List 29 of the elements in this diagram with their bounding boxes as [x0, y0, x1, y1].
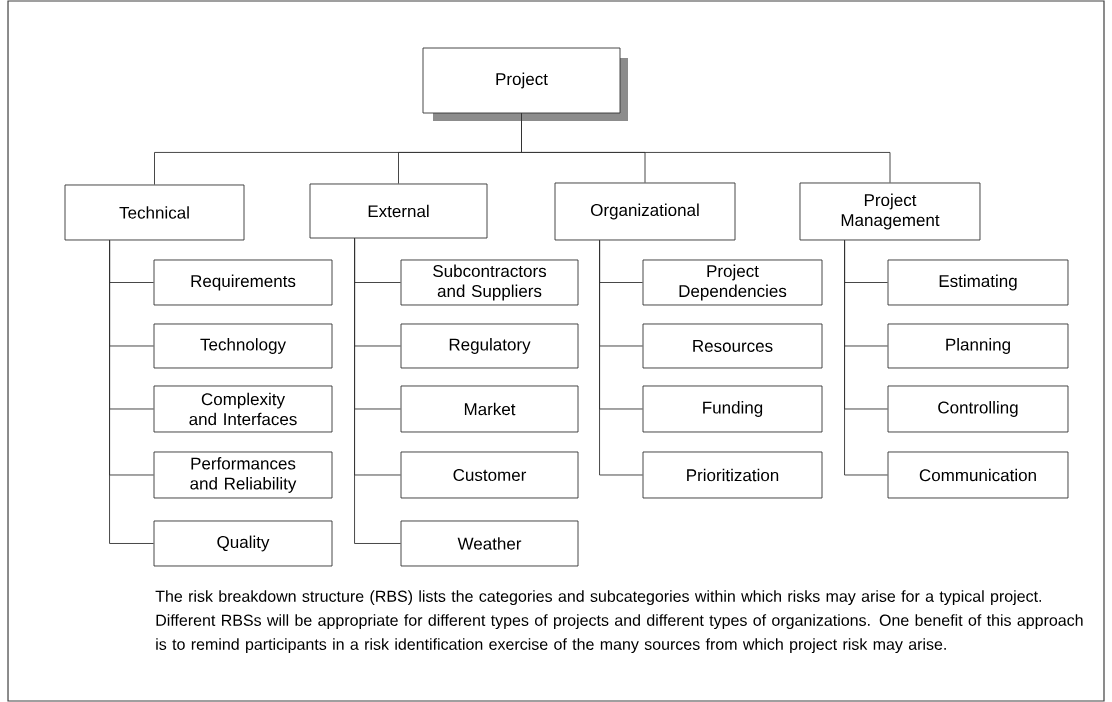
category-box: Resources — [642, 323, 823, 369]
category-box: Weather — [400, 520, 579, 567]
connector-line — [521, 113, 891, 183]
category-box: Technology — [153, 323, 333, 369]
category-box: Technical — [64, 184, 245, 241]
category-box: Project Dependencies — [642, 259, 823, 306]
category-box: Organizational — [554, 182, 736, 241]
category-box: Planning — [887, 323, 1069, 369]
connector-line — [844, 240, 888, 476]
category-box: Communication — [887, 451, 1069, 499]
category-box: Prioritization — [642, 451, 823, 499]
category-box: Market — [400, 385, 579, 433]
category-box: Customer — [400, 451, 579, 499]
category-box: Quality — [153, 520, 333, 567]
category-box: Controlling — [887, 385, 1069, 433]
category-box: Requirements — [153, 259, 333, 306]
category-box: Complexity and Interfaces — [153, 385, 333, 433]
connector-line — [599, 240, 643, 476]
category-box: Estimating — [887, 259, 1069, 306]
category-box: Project Management — [799, 182, 981, 241]
root-box: Project — [422, 47, 628, 121]
category-box: Performances and Reliability — [153, 451, 333, 499]
category-box: External — [309, 183, 488, 239]
category-box: Funding — [642, 385, 823, 433]
category-box: Subcontractors and Suppliers — [400, 259, 579, 306]
connector-line — [354, 238, 401, 544]
caption-text: The risk breakdown structure (RBS) lists the categories and subcategories within which risks may arise for a typical project. Different RBSs will be appropriate for different types of projects and different types of organizations. One benefit of this approach is to remind participants in a risk identification exercise of the many sources from which project risk may arise. — [155, 590, 1083, 654]
connector-line — [109, 240, 154, 544]
category-box: Regulatory — [400, 323, 579, 369]
